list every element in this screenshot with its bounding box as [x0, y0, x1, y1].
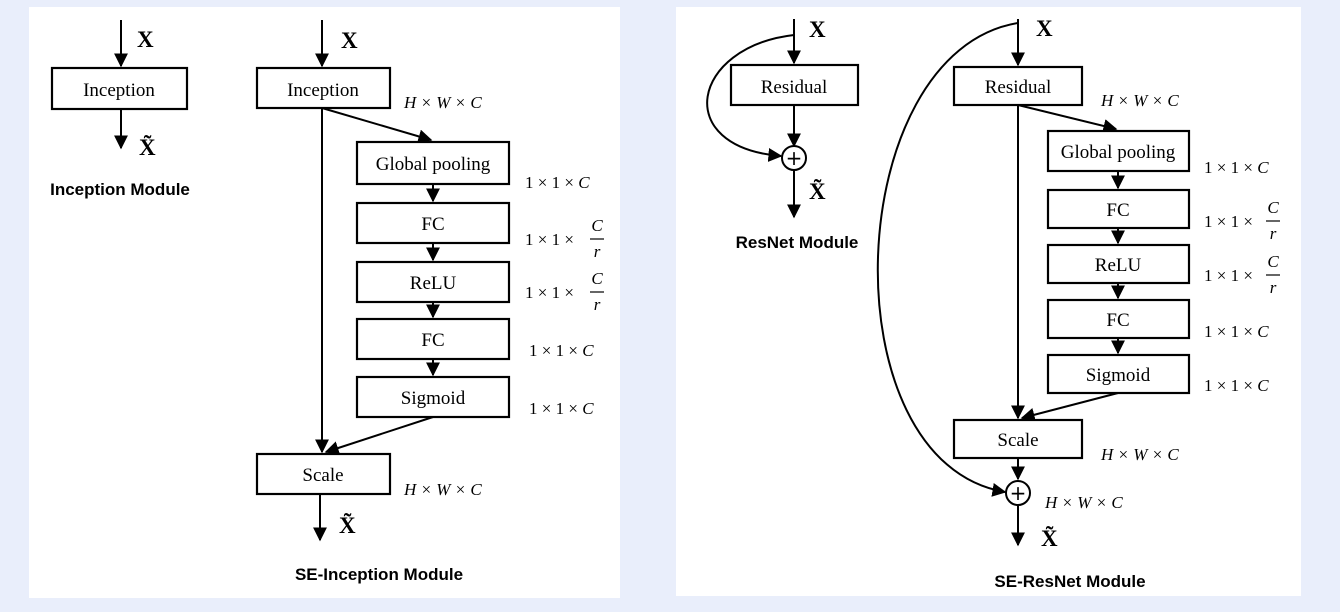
relu-block — [1046, 243, 1191, 285]
dim-1x1xc-over-r-label: 1 × 1 × C r — [1204, 252, 1280, 297]
svg-text:r: r — [594, 242, 601, 261]
resnet-module-caption: ResNet Module — [736, 233, 859, 252]
global-pooling-label: Global pooling — [1061, 142, 1176, 163]
inception-block-label: Inception — [287, 80, 359, 101]
se-resnet-module: X Residual H × W × C Global pooling 1 × … — [876, 16, 1280, 591]
input-x-label: X — [341, 28, 358, 53]
inception-block — [255, 66, 392, 110]
fc-block-1 — [355, 201, 511, 245]
scale-label: Scale — [302, 465, 343, 486]
scale-label: Scale — [997, 430, 1038, 451]
dim-hwc-label: H × W × C — [1100, 91, 1179, 110]
se-inception-panel: X Inception X̃ Inception Module X Incept… — [29, 7, 620, 598]
global-pooling-block — [1046, 129, 1191, 173]
fc-label-1: FC — [1106, 200, 1129, 221]
dim-hwc-label: H × W × C — [403, 480, 482, 499]
global-pooling-block — [355, 140, 511, 186]
svg-text:1 × 1 ×: 1 × 1 × — [1204, 212, 1253, 231]
svg-text:C: C — [1267, 252, 1279, 271]
dim-1x1xc-over-r-label: 1 × 1 × C r — [525, 269, 604, 314]
squeeze-branch-arrow — [321, 107, 433, 144]
add-node: + — [1005, 480, 1031, 506]
plus-icon: + — [1010, 481, 1027, 505]
add-node: + — [781, 145, 807, 171]
excitation-arrow — [1020, 392, 1119, 422]
sigmoid-label: Sigmoid — [401, 388, 466, 409]
squeeze-branch-arrow — [1017, 104, 1118, 133]
dim-1x1xc-over-r-label: 1 × 1 × C r — [1204, 198, 1280, 243]
se-resnet-panel: X Residual + X̃ ResNet Module X Residual… — [676, 7, 1301, 596]
svg-text:r: r — [594, 295, 601, 314]
resnet-module: X Residual + X̃ ResNet Module — [706, 17, 860, 252]
se-inception-caption: SE-Inception Module — [295, 565, 463, 584]
fc-label-2: FC — [1106, 310, 1129, 331]
output-x-tilde-label: X̃ — [139, 135, 156, 160]
scale-block — [952, 418, 1084, 460]
dim-1x1xc-label: 1 × 1 × C — [529, 399, 594, 418]
inception-block — [50, 66, 189, 111]
dim-1x1xc-label: 1 × 1 × C — [525, 173, 590, 192]
skip-connection — [876, 22, 1019, 497]
dim-hwc-label: H × W × C — [1100, 445, 1179, 464]
dim-1x1xc-label: 1 × 1 × C — [1204, 158, 1269, 177]
residual-block — [952, 65, 1084, 107]
se-resnet-diagram: X Residual + X̃ ResNet Module X Residual… — [706, 16, 1280, 591]
fc-label-1: FC — [421, 214, 444, 235]
svg-text:C: C — [591, 269, 603, 288]
relu-label: ReLU — [410, 273, 457, 294]
fc-label-2: FC — [421, 330, 444, 351]
excitation-arrow — [324, 416, 434, 455]
input-x-label: X — [137, 27, 154, 52]
fc-block-1 — [1046, 188, 1191, 230]
input-x-label: X — [809, 17, 826, 42]
svg-text:r: r — [1270, 224, 1277, 243]
se-inception-module: X Inception H × W × C Global pooling 1 ×… — [255, 20, 604, 584]
dim-1x1xc-label: 1 × 1 × C — [1204, 376, 1269, 395]
sigmoid-label: Sigmoid — [1086, 365, 1151, 386]
output-x-tilde-label: X̃ — [1041, 526, 1058, 551]
svg-text:1 × 1 ×: 1 × 1 × — [525, 230, 574, 249]
dim-hwc-label: H × W × C — [403, 93, 482, 112]
plus-icon: + — [786, 146, 803, 170]
residual-block-label: Residual — [761, 77, 828, 98]
inception-module: X Inception X̃ Inception Module — [50, 20, 190, 199]
dim-1x1xc-label: 1 × 1 × C — [1204, 322, 1269, 341]
sigmoid-block — [355, 375, 511, 419]
dim-1x1xc-over-r-label: 1 × 1 × C r — [525, 216, 604, 261]
svg-text:1 × 1 ×: 1 × 1 × — [525, 283, 574, 302]
svg-text:C: C — [591, 216, 603, 235]
svg-text:C: C — [1267, 198, 1279, 217]
scale-block — [255, 452, 392, 496]
residual-block — [729, 63, 860, 107]
svg-text:1 × 1 ×: 1 × 1 × — [1204, 266, 1253, 285]
inception-module-caption: Inception Module — [50, 180, 190, 199]
dim-1x1xc-label: 1 × 1 × C — [529, 341, 594, 360]
input-x-label: X — [1036, 16, 1053, 41]
relu-block — [355, 260, 511, 304]
svg-text:r: r — [1270, 278, 1277, 297]
global-pooling-label: Global pooling — [376, 154, 491, 175]
dim-hwc-label: H × W × C — [1044, 493, 1123, 512]
output-x-tilde-label: X̃ — [809, 179, 826, 204]
skip-connection — [706, 34, 795, 162]
residual-block-label: Residual — [985, 77, 1052, 98]
se-inception-diagram: X Inception X̃ Inception Module X Incept… — [50, 20, 604, 584]
se-resnet-caption: SE-ResNet Module — [994, 572, 1145, 591]
sigmoid-block — [1046, 353, 1191, 395]
inception-block-label: Inception — [83, 80, 155, 101]
output-x-tilde-label: X̃ — [339, 513, 356, 538]
relu-label: ReLU — [1095, 255, 1142, 276]
